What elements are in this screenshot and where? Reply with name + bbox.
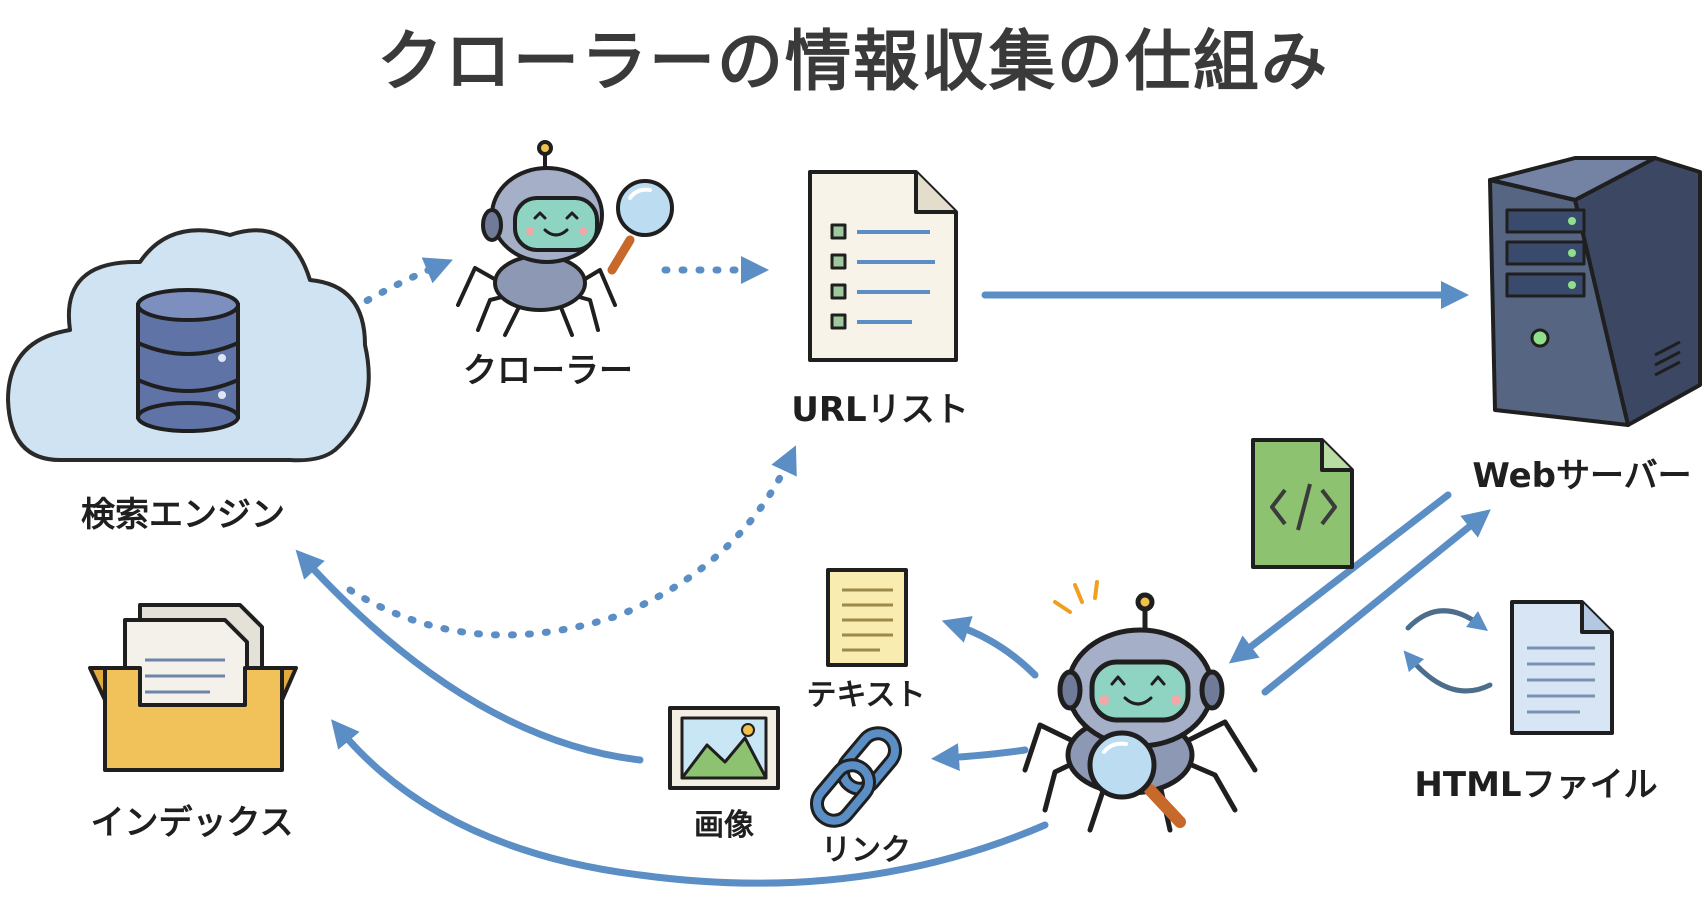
magnifier-icon <box>607 179 674 275</box>
server-icon <box>1488 156 1702 427</box>
arrow-found-links-to-urllist <box>346 445 797 639</box>
flow-arrows <box>295 256 1493 887</box>
link-label: リンク <box>821 833 911 868</box>
magnifier-large-icon <box>1087 730 1186 828</box>
arrow-crawler-to-index <box>331 719 1049 887</box>
refresh-arrow-top <box>1405 608 1489 631</box>
arrow-engine-to-crawler <box>334 257 453 322</box>
text-label: テキスト <box>806 678 926 713</box>
web-server-label: Webサーバー <box>1472 456 1692 496</box>
robot-spider-icon <box>456 140 617 337</box>
crawler-label: クローラー <box>463 351 633 391</box>
code-file-icon <box>1251 438 1354 569</box>
inbox-tray-icon <box>88 603 298 772</box>
index-label: インデックス <box>90 803 294 843</box>
arrow-crawler-to-server <box>1261 509 1491 696</box>
image-label: 画像 <box>694 808 754 843</box>
chain-link-icon <box>810 726 902 828</box>
url-list-label: URLリスト <box>791 390 969 430</box>
document-icon <box>808 170 958 362</box>
image-icon <box>668 706 780 790</box>
arrow-image-to-engine <box>295 549 644 764</box>
refresh-arrow-bottom <box>1403 650 1493 694</box>
arrow-crawler-to-link <box>931 743 1029 772</box>
text-document-icon <box>826 568 908 667</box>
arrow-server-to-crawler <box>1228 491 1452 664</box>
database-icon <box>136 288 240 433</box>
html-file-label: HTMLファイル <box>1414 765 1658 805</box>
search-engine-label: 検索エンジン <box>81 495 285 535</box>
page-title: クローラーの情報収集の仕組み <box>377 23 1329 100</box>
html-file-document-icon <box>1510 600 1614 735</box>
arrow-crawler-to-text <box>941 616 1039 679</box>
